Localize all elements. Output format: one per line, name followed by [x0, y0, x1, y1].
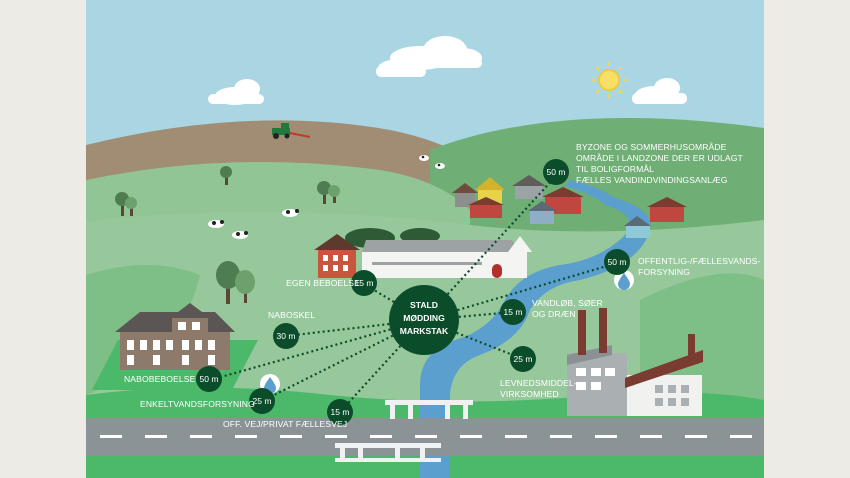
distance-badge-naboskel: 30 m	[273, 323, 299, 349]
label-line: BYZONE OG SOMMERHUSOMRÅDE	[576, 142, 727, 152]
farm-buildings	[314, 228, 532, 278]
distance-value: 25 m	[253, 396, 272, 406]
label-line: FÆLLES VANDINDVINDINGSANLÆG	[576, 175, 728, 185]
distance-badge-vej: 15 m	[327, 399, 353, 425]
label-line: OFFENTLIG-/FÆLLESVANDS-	[638, 256, 761, 266]
label-line: OG DRÆN	[532, 309, 576, 319]
label-levnedsmiddel: LEVNEDSMIDDEL- VIRKSOMHED	[500, 378, 577, 399]
distance-value: 15 m	[355, 278, 374, 288]
distance-value: 25 m	[514, 354, 533, 364]
center-line-2: MØDDING	[403, 313, 445, 323]
label-vej: OFF. VEJ/PRIVAT FÆLLESVEJ	[223, 419, 347, 429]
distance-value: 15 m	[504, 307, 523, 317]
label-line: VANDLØB, SØER	[532, 298, 603, 308]
river-upper	[565, 180, 615, 205]
distance-badge-vandlob: 15 m	[500, 299, 526, 325]
cloud	[376, 53, 426, 77]
label-line: VIRKSOMHED	[500, 389, 559, 399]
label-line: FORSYNING	[638, 267, 690, 277]
label-nabobeboelse: NABOBEBOELSE	[124, 374, 196, 384]
river	[420, 198, 651, 478]
bridge-lower	[335, 443, 441, 462]
label-vandlob: VANDLØB, SØER OG DRÆN	[532, 298, 603, 319]
tree-icon	[220, 166, 232, 185]
center-line-3: MARKSTAK	[400, 326, 449, 336]
tree-icon	[115, 192, 137, 216]
label-egen-beboelse: EGEN BEBOELSE	[286, 278, 360, 288]
illustration	[86, 0, 764, 478]
factory	[567, 308, 703, 416]
label-line: TIL BOLIGFORMÅL	[576, 164, 654, 174]
label-line: LEVNEDSMIDDEL-	[500, 378, 577, 388]
tractor-icon	[272, 123, 311, 139]
cow-icon	[435, 163, 445, 169]
distance-value: 30 m	[277, 331, 296, 341]
cloud	[632, 78, 687, 104]
road-markings	[100, 435, 752, 438]
label-byzone: BYZONE OG SOMMERHUSOMRÅDE OMRÅDE I LANDZ…	[576, 142, 744, 185]
sun-icon	[591, 62, 627, 98]
bridge-upper	[385, 400, 473, 419]
water-drop-icon	[614, 270, 634, 290]
distance-value: 50 m	[547, 167, 566, 177]
cow-icon	[208, 220, 224, 228]
distance-value: 15 m	[331, 407, 350, 417]
tree-icon	[317, 181, 340, 204]
label-enkeltvandsforsyning: ENKELTVANDSFORSYNING	[140, 399, 255, 409]
distance-badge-byzone: 50 m	[543, 159, 569, 185]
cow-icon	[282, 209, 299, 217]
label-line: OMRÅDE I LANDZONE DER ER UDLAGT	[576, 153, 744, 163]
distance-badge-levnedsmiddel: 25 m	[510, 346, 536, 372]
cow-icon	[419, 155, 429, 161]
distance-value: 50 m	[200, 374, 219, 384]
center-circle: STALD MØDDING MARKSTAK	[389, 285, 459, 355]
tree-icon	[216, 261, 255, 304]
distance-badge-offentlig: 50 m	[604, 249, 630, 275]
village	[452, 175, 687, 238]
cloud	[208, 79, 264, 105]
distance-value: 50 m	[608, 257, 627, 267]
label-naboskel: NABOSKEL	[268, 310, 315, 320]
distance-badge-egen: 15 m	[351, 270, 377, 296]
cow-icon	[232, 231, 248, 239]
distance-badge-nabobeboelse: 50 m	[196, 366, 222, 392]
center-line-1: STALD	[410, 300, 438, 310]
distance-badge-enkelt: 25 m	[249, 388, 275, 414]
label-offentlig: OFFENTLIG-/FÆLLESVANDS- FORSYNING	[638, 256, 761, 277]
